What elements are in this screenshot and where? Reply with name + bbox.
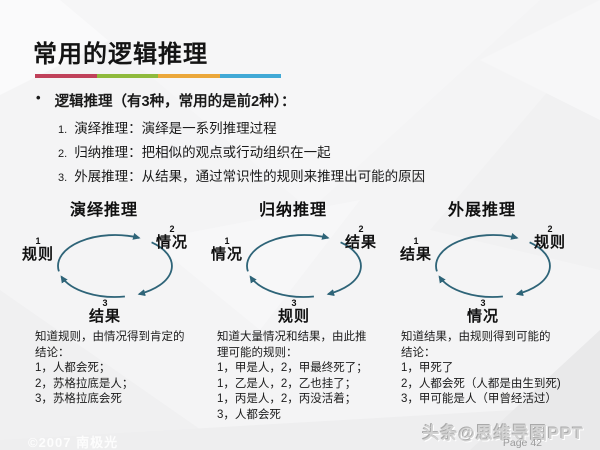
accent-segment-green (96, 74, 158, 78)
diagram-abductive: 外展推理 1 结果 2 规则 3 情况 (388, 196, 576, 332)
diagram-title: 归纳推理 (258, 202, 327, 219)
node-bottom: 3 情况 (452, 298, 514, 326)
copyright-watermark: ©2007 南极光 (28, 435, 119, 450)
page-number: Page 42 (502, 437, 542, 449)
node-label: 规则 (277, 308, 310, 325)
node-label: 规则 (533, 234, 566, 251)
item-number: 3. (58, 172, 68, 184)
node-number: 1 (224, 236, 230, 246)
node-bottom: 3 结果 (74, 298, 136, 326)
node-number: 3 (480, 298, 486, 308)
diagram-deductive: 演绎推理 1 规则 2 情况 3 结果 (10, 196, 198, 332)
node-number: 3 (291, 298, 297, 308)
page-title: 常用的逻辑推理 (33, 41, 208, 68)
node-label: 情况 (466, 308, 499, 325)
item-text: 归纳推理：把相似的观点或行动组织在一起 (74, 145, 331, 160)
diagram-inductive: 归纳推理 1 情况 2 结果 3 规则 (199, 196, 387, 332)
node-left: 1 规则 (12, 236, 64, 264)
item-number: 1. (58, 124, 68, 136)
diagram-title: 演绎推理 (69, 202, 138, 219)
node-label: 结果 (399, 246, 432, 263)
item-text: 外展推理：从结果，通过常识性的规则来推理出可能的原因 (74, 169, 426, 184)
intro-item-3: 3. 外展推理：从结果，通过常识性的规则来推理出可能的原因 (58, 165, 425, 185)
bullet-icon: • (36, 90, 41, 105)
node-label: 结果 (344, 234, 377, 251)
cycle-arrows-icon (57, 233, 173, 298)
node-bottom: 3 规则 (263, 298, 325, 326)
intro-item-1: 1. 演绎推理：演绎是一系列推理过程 (58, 117, 277, 137)
description-inductive: 知道大量情况和结果，由此推 理可能的规则： 1，甲是人，2，甲最终死了； 1，乙… (217, 331, 368, 421)
node-label: 规则 (21, 246, 54, 263)
accent-segment-red (35, 74, 97, 78)
cycle-arrows-icon (435, 233, 551, 298)
diagram-title: 外展推理 (447, 202, 516, 219)
node-right: 2 情况 (146, 224, 198, 252)
accent-segment-orange (158, 74, 220, 78)
intro-heading-text: 逻辑推理（有3种，常用的是前2种）： (54, 94, 296, 110)
node-right: 2 结果 (335, 224, 387, 252)
description-abductive: 知道结果，由规则得到可能的 结论： 1，甲死了 2，人都会死（人都是由生到死) … (401, 331, 561, 405)
node-label: 情况 (155, 234, 188, 251)
accent-segment-blue (219, 74, 281, 78)
node-label: 结果 (88, 308, 121, 325)
node-left: 1 结果 (390, 236, 442, 264)
node-number: 2 (169, 224, 175, 234)
node-number: 3 (102, 298, 108, 308)
item-text: 演绎推理：演绎是一系列推理过程 (74, 121, 277, 136)
intro-item-2: 2. 归纳推理：把相似的观点或行动组织在一起 (58, 141, 331, 161)
node-number: 1 (35, 236, 41, 246)
node-number: 2 (547, 224, 553, 234)
intro-heading: • 逻辑推理（有3种，常用的是前2种）： (36, 90, 295, 111)
node-number: 2 (358, 224, 364, 234)
node-number: 1 (413, 236, 419, 246)
description-deductive: 知道规则，由情况得到肯定的 结论： 1，人都会死； 2，苏格拉底是人； 3，苏格… (35, 331, 185, 405)
toutiao-watermark: 头条@思维导图PPT (422, 424, 584, 443)
item-number: 2. (58, 148, 68, 160)
node-left: 1 情况 (201, 236, 253, 264)
accent-underline-bar (35, 74, 281, 78)
node-label: 情况 (210, 246, 243, 263)
node-right: 2 规则 (524, 224, 576, 252)
cycle-arrows-icon (246, 233, 362, 298)
